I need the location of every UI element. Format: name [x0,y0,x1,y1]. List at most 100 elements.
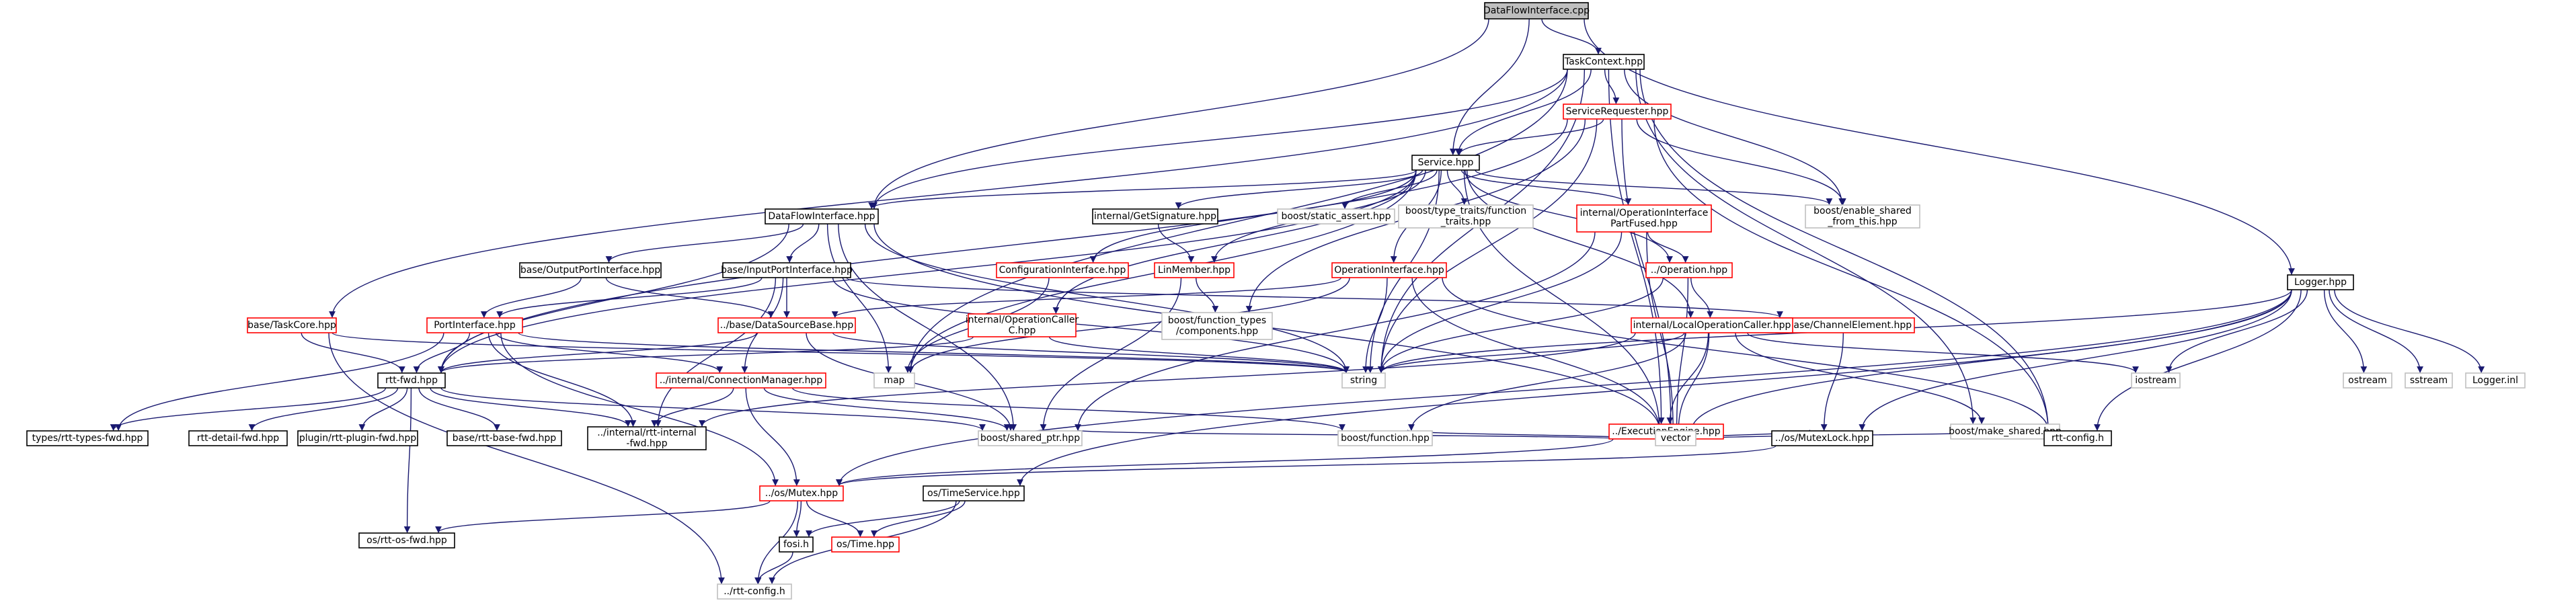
include-edge-localop-to-makeshared [1735,332,1985,424]
include-edge-tasscore-to-rttfwd [301,332,405,373]
file-node-lmember[interactable]: LinMember.hpp [1154,262,1235,278]
file-node-box [587,426,707,450]
include-edge-tasscore-to-rttconfig2 [328,332,725,584]
include-edge-taskctx-to-servreq [1604,69,1620,104]
file-node-datasrc[interactable]: ../base/DataSourceBase.hpp [717,317,856,333]
file-node-internalfwd[interactable]: ../internal/rtt-internal-fwd.hpp [587,426,707,450]
file-node-box [2465,372,2526,389]
file-node-service[interactable]: Service.hpp [1411,155,1480,171]
file-node-label: base/TaskCore.hpp [247,320,336,331]
file-node-box [923,485,1025,501]
file-node-box [1805,204,1920,229]
file-node-label: TaskContext.hpp [1564,56,1643,67]
file-node-localop[interactable]: internal/LocalOperationCaller.hpp [1631,317,1793,333]
include-edge-localop-to-internalfwd [699,332,1636,427]
include-edge-service-to-config [1089,169,1417,263]
include-edge-rttfwd-to-osfwd [403,387,412,533]
file-node-iostream: iostream [2131,372,2181,389]
file-node-rttfwd[interactable]: rtt-fwd.hpp [377,372,446,389]
file-node-label: vector [1661,433,1691,444]
file-node-typesfwd[interactable]: types/rtt-types-fwd.hpp [26,430,149,446]
file-node-typetraits: boost/type_traits/function_traits.hpp [1398,204,1534,229]
include-edge-inport-to-chanelem [846,277,1783,318]
include-edge-inport-to-string [832,277,1350,373]
file-node-box [968,313,1077,337]
file-node-label: base/InputPortInterface.hpp [721,265,853,276]
file-node-logger[interactable]: Logger.hpp [2287,274,2354,290]
file-node-label: plugin/rtt-plugin-fwd.hpp [299,433,416,444]
file-node-detailfwd[interactable]: rtt-detail-fwd.hpp [188,430,288,446]
file-node-box [1484,2,1589,19]
file-node-rttconfig2: ../rtt-config.h [717,583,792,600]
include-edge-opiface-to-datasrc [832,277,1341,318]
include-edge-rttfwd-to-pluginfwd [358,387,408,431]
file-node-box [2343,372,2392,389]
file-node-root: DataFlowInterface.cpp [1483,2,1590,19]
file-node-chanelem[interactable]: ../base/ChannelElement.hpp [1775,317,1915,333]
file-node-box [1576,204,1712,233]
file-node-portiface[interactable]: PortInterface.hpp [426,317,523,333]
file-node-box [2043,430,2112,446]
file-node-basefwd[interactable]: base/rtt-base-fwd.hpp [446,430,562,446]
include-edge-opcaller-to-rttfwd [438,336,974,373]
file-node-box [1645,262,1733,278]
file-node-label: fosi.h [783,539,809,550]
include-edge-opiface-to-string [1362,277,1388,373]
file-node-label: ../Operation.hpp [1651,265,1727,276]
file-node-outport[interactable]: base/OutputPortInterface.hpp [519,262,662,278]
include-edge-timeservice-to-ostime [871,500,966,537]
edge-layer [110,18,2485,584]
file-node-inport[interactable]: base/InputPortInterface.hpp [721,262,853,278]
file-node-label: os/TimeService.hpp [927,488,1020,499]
include-edge-connmgr-to-sharedptr [763,387,1011,431]
include-edge-connmgr-to-internalfwd [651,387,734,427]
include-edge-service-to-staticassert [1341,169,1438,209]
file-node-timeservice[interactable]: os/TimeService.hpp [923,485,1025,501]
include-edge-localop-to-iostream [1747,332,2139,373]
file-node-fosi[interactable]: fosi.h [779,536,814,553]
file-node-opiface[interactable]: OperationInterface.hpp [1331,262,1447,278]
include-edge-localop-to-execeng [1666,332,1709,424]
include-edge-operation-to-vector [1673,277,1689,431]
file-node-servreq[interactable]: ServiceRequester.hpp [1563,104,1672,120]
include-edge-servreq-to-rttconfigh [1653,118,2052,431]
file-node-connmgr[interactable]: ../internal/ConnectionManager.hpp [656,372,826,389]
file-node-getsig[interactable]: internal/GetSignature.hpp [1092,208,1218,225]
file-node-operation[interactable]: ../Operation.hpp [1645,262,1733,278]
file-node-box [1655,430,1696,446]
file-node-box [1398,204,1534,229]
file-node-rttconfigh[interactable]: rtt-config.h [2043,430,2112,446]
file-node-makeshared: boost/make_shared.hpp [1949,423,2062,440]
file-node-staticassert: boost/static_assert.hpp [1277,208,1395,225]
include-edge-service-to-localop [1467,169,1694,318]
file-node-box [717,317,856,333]
file-node-label: boost/function.hpp [1341,433,1430,444]
file-node-box [717,583,792,600]
include-edge-taskctx-to-rttconfigh [1639,69,2052,431]
include-edge-opiface-to-map [907,277,1350,373]
file-node-mutexlock[interactable]: ../os/MutexLock.hpp [1771,430,1873,446]
file-node-label: ../internal/ConnectionManager.hpp [660,375,823,386]
include-edge-service-to-typetraits [1446,169,1468,205]
file-node-dfi[interactable]: DataFlowInterface.hpp [765,208,879,225]
file-node-ostime[interactable]: os/Time.hpp [831,536,900,553]
file-node-osfwd[interactable]: os/rtt-os-fwd.hpp [358,532,455,549]
file-node-label: boost/static_assert.hpp [1281,211,1391,222]
file-node-functypes: boost/function_types/components.hpp [1161,312,1273,340]
file-node-pluginfwd[interactable]: plugin/rtt-plugin-fwd.hpp [297,430,418,446]
include-edge-mutex-to-rttconfig2 [754,500,799,584]
file-node-tasscore[interactable]: base/TaskCore.hpp [247,317,337,333]
include-edge-dfi-to-sharedptr [838,223,1017,431]
include-edge-inport-to-portiface [496,277,763,318]
file-node-config[interactable]: ConfigurationInterface.hpp [996,262,1129,278]
include-edge-portiface-to-string [518,332,1350,373]
file-node-label: os/rtt-os-fwd.hpp [366,535,447,546]
file-node-mutex[interactable]: ../os/Mutex.hpp [759,485,844,501]
file-node-label: internal/LocalOperationCaller.hpp [1633,320,1791,331]
file-node-loggerinl: Logger.inl [2465,372,2526,389]
file-node-taskctx[interactable]: TaskContext.hpp [1563,54,1645,70]
file-node-label: DataFlowInterface.cpp [1483,5,1590,16]
file-node-label: boost/enable_shared_from_this.hpp [1813,206,1912,227]
